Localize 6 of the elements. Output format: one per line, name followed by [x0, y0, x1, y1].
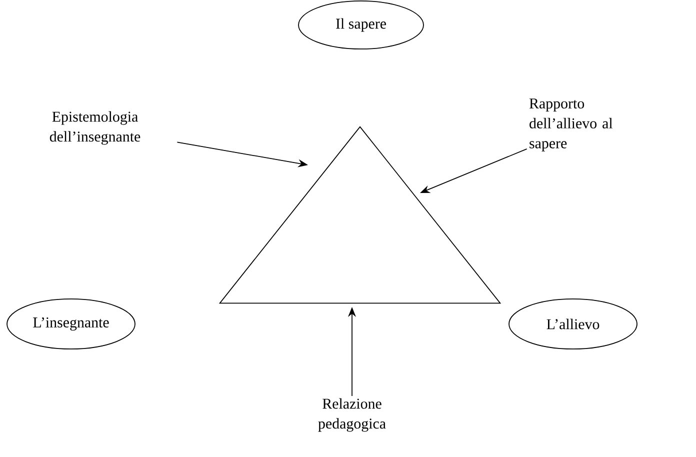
oval-node: Il sapere: [298, 0, 424, 50]
annotation-text: Epistemologia dell’insegnante: [50, 111, 140, 145]
oval-node: L’allievo: [508, 298, 638, 350]
oval-node: L’insegnante: [6, 298, 136, 350]
annotation-text: Relazione pedagogica: [318, 398, 386, 432]
annotation-text: Rapporto dell’allievo al sapere: [529, 98, 613, 152]
